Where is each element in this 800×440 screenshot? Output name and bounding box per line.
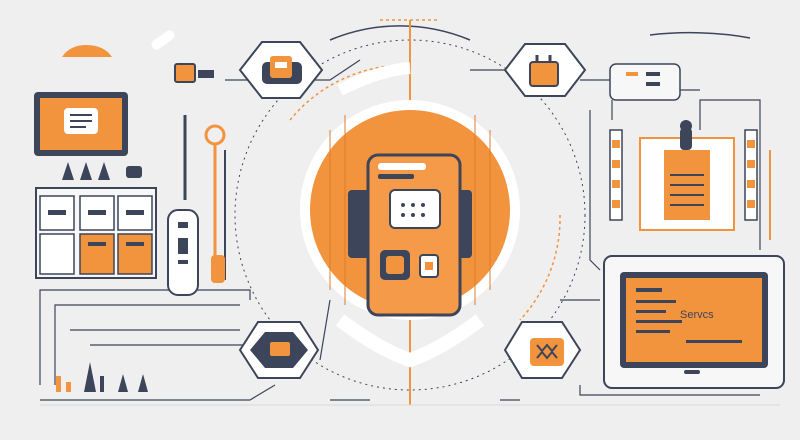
- weights-row: [62, 162, 142, 180]
- hexagon-device-icon-top-left: [238, 41, 324, 99]
- center-stripes: [329, 115, 491, 305]
- test-tube-icon: [167, 209, 199, 296]
- chip-icon: [503, 321, 582, 379]
- decor-pill: [151, 30, 175, 50]
- circuit-board-icon: [639, 120, 735, 231]
- tag-card: [609, 63, 681, 101]
- small-battery-icon: [174, 63, 214, 83]
- ring-arc-top: [329, 25, 471, 41]
- spike-row: [56, 362, 148, 392]
- ring-arc-orange-2: [519, 214, 561, 321]
- central-server-icon: [348, 153, 472, 317]
- tablet-icon: Servcs: [603, 255, 785, 389]
- hexagon-device-icon-top-right: [503, 43, 587, 97]
- swoosh-top: [337, 62, 411, 96]
- outer-ring: [234, 39, 586, 391]
- top-right-arc: [649, 31, 751, 39]
- chain-right: [744, 129, 771, 240]
- monitor-icon: [34, 45, 128, 156]
- chain-left: [609, 129, 623, 221]
- wrench-icon: [183, 115, 226, 283]
- swoosh-bottom: [335, 314, 485, 368]
- router-icon: [238, 321, 320, 379]
- tablet-title: Servcs: [680, 309, 714, 321]
- server-rack-icon: [35, 187, 157, 279]
